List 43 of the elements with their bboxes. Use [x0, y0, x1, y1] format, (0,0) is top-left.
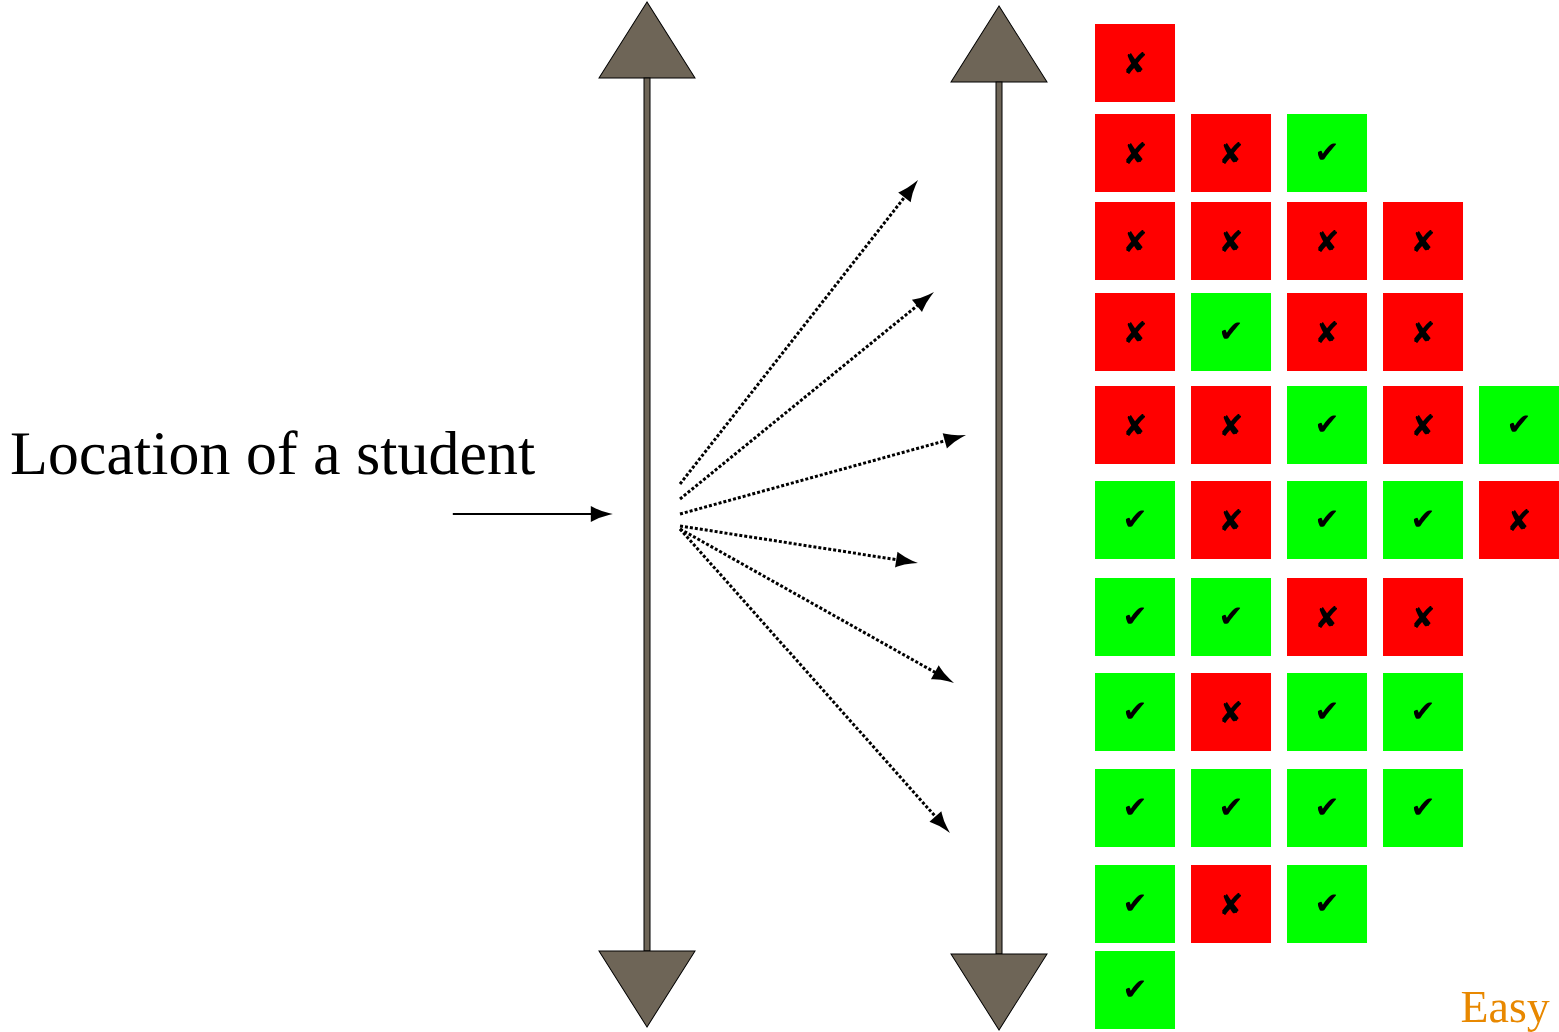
answer-square: ✘: [1095, 202, 1175, 280]
answer-square: ✘: [1191, 114, 1271, 192]
answer-square: ✔: [1095, 481, 1175, 559]
answer-square: ✔: [1095, 673, 1175, 751]
answer-square: ✘: [1479, 481, 1559, 559]
answer-square: ✘: [1095, 114, 1175, 192]
difficulty-label: Easy: [1461, 991, 1550, 1032]
answer-square: ✘: [1383, 386, 1463, 464]
answer-square: ✔: [1191, 578, 1271, 656]
answer-square: ✔: [1095, 951, 1175, 1029]
answer-square: ✔: [1095, 578, 1175, 656]
answer-square: ✘: [1383, 293, 1463, 371]
answer-square: ✔: [1287, 769, 1367, 847]
answer-square: ✘: [1095, 386, 1175, 464]
scale-drawing: [950, 5, 1048, 1031]
answer-square: ✔: [1479, 386, 1559, 464]
answer-square: ✘: [1287, 293, 1367, 371]
answer-square: ✔: [1191, 293, 1271, 371]
answer-square: ✘: [1095, 293, 1175, 371]
answer-square: ✘: [1383, 202, 1463, 280]
answer-square: ✔: [1287, 865, 1367, 943]
answer-square: ✘: [1191, 202, 1271, 280]
answer-square: ✘: [1287, 202, 1367, 280]
answer-square: ✔: [1287, 386, 1367, 464]
answer-square: ✔: [1383, 481, 1463, 559]
answer-square: ✘: [1287, 578, 1367, 656]
answer-square: ✔: [1383, 673, 1463, 751]
answer-square: ✘: [1191, 386, 1271, 464]
answer-square: ✔: [1287, 481, 1367, 559]
answer-square: ✘: [1191, 481, 1271, 559]
answer-square: ✔: [1383, 769, 1463, 847]
answer-square: ✘: [1191, 865, 1271, 943]
answer-square: ✔: [1287, 673, 1367, 751]
answer-square: ✔: [1095, 865, 1175, 943]
edge-label: Location of a student: [11, 430, 535, 475]
answer-square: ✘: [1383, 578, 1463, 656]
answer-square: ✔: [1191, 769, 1271, 847]
answer-square: ✔: [1287, 114, 1367, 192]
answer-square: ✘: [1095, 24, 1175, 102]
arrow: [451, 506, 610, 522]
answer-square: ✔: [1095, 769, 1175, 847]
scale-drawing: [598, 1, 696, 1028]
answer-square: ✘: [1191, 673, 1271, 751]
